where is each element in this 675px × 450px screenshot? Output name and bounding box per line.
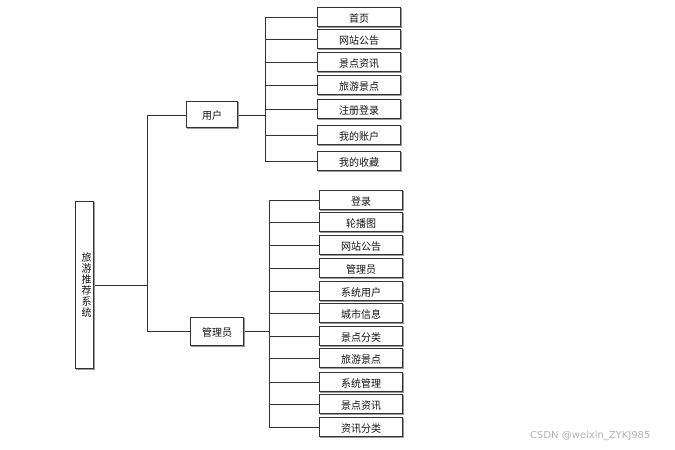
leaf-node: 旅游景点 [319, 348, 403, 368]
root-node: 旅游推荐系统 [75, 201, 94, 369]
leaf-node: 我的收藏 [317, 151, 401, 171]
watermark: CSDN @weixin_ZYKJ985 [530, 430, 651, 441]
leaf-node: 系统管理 [319, 372, 403, 392]
branch-node-user: 用户 [186, 101, 238, 128]
leaf-node: 网站公告 [317, 29, 401, 49]
leaf-node: 资讯分类 [319, 417, 403, 437]
leaf-node: 轮播图 [319, 212, 403, 232]
leaf-node: 登录 [319, 190, 403, 210]
leaf-node: 景点资讯 [319, 394, 403, 414]
leaf-node: 景点资讯 [317, 52, 401, 72]
leaf-node: 景点分类 [319, 326, 403, 346]
leaf-node: 系统用户 [319, 281, 403, 301]
branch-node-admin: 管理员 [190, 317, 244, 346]
leaf-node: 我的账户 [317, 125, 401, 145]
leaf-node: 首页 [317, 7, 401, 27]
leaf-node: 旅游景点 [317, 75, 401, 95]
leaf-node: 城市信息 [319, 303, 403, 323]
leaf-node: 管理员 [319, 258, 403, 278]
leaf-node: 网站公告 [319, 235, 403, 255]
leaf-node: 注册登录 [317, 99, 401, 119]
